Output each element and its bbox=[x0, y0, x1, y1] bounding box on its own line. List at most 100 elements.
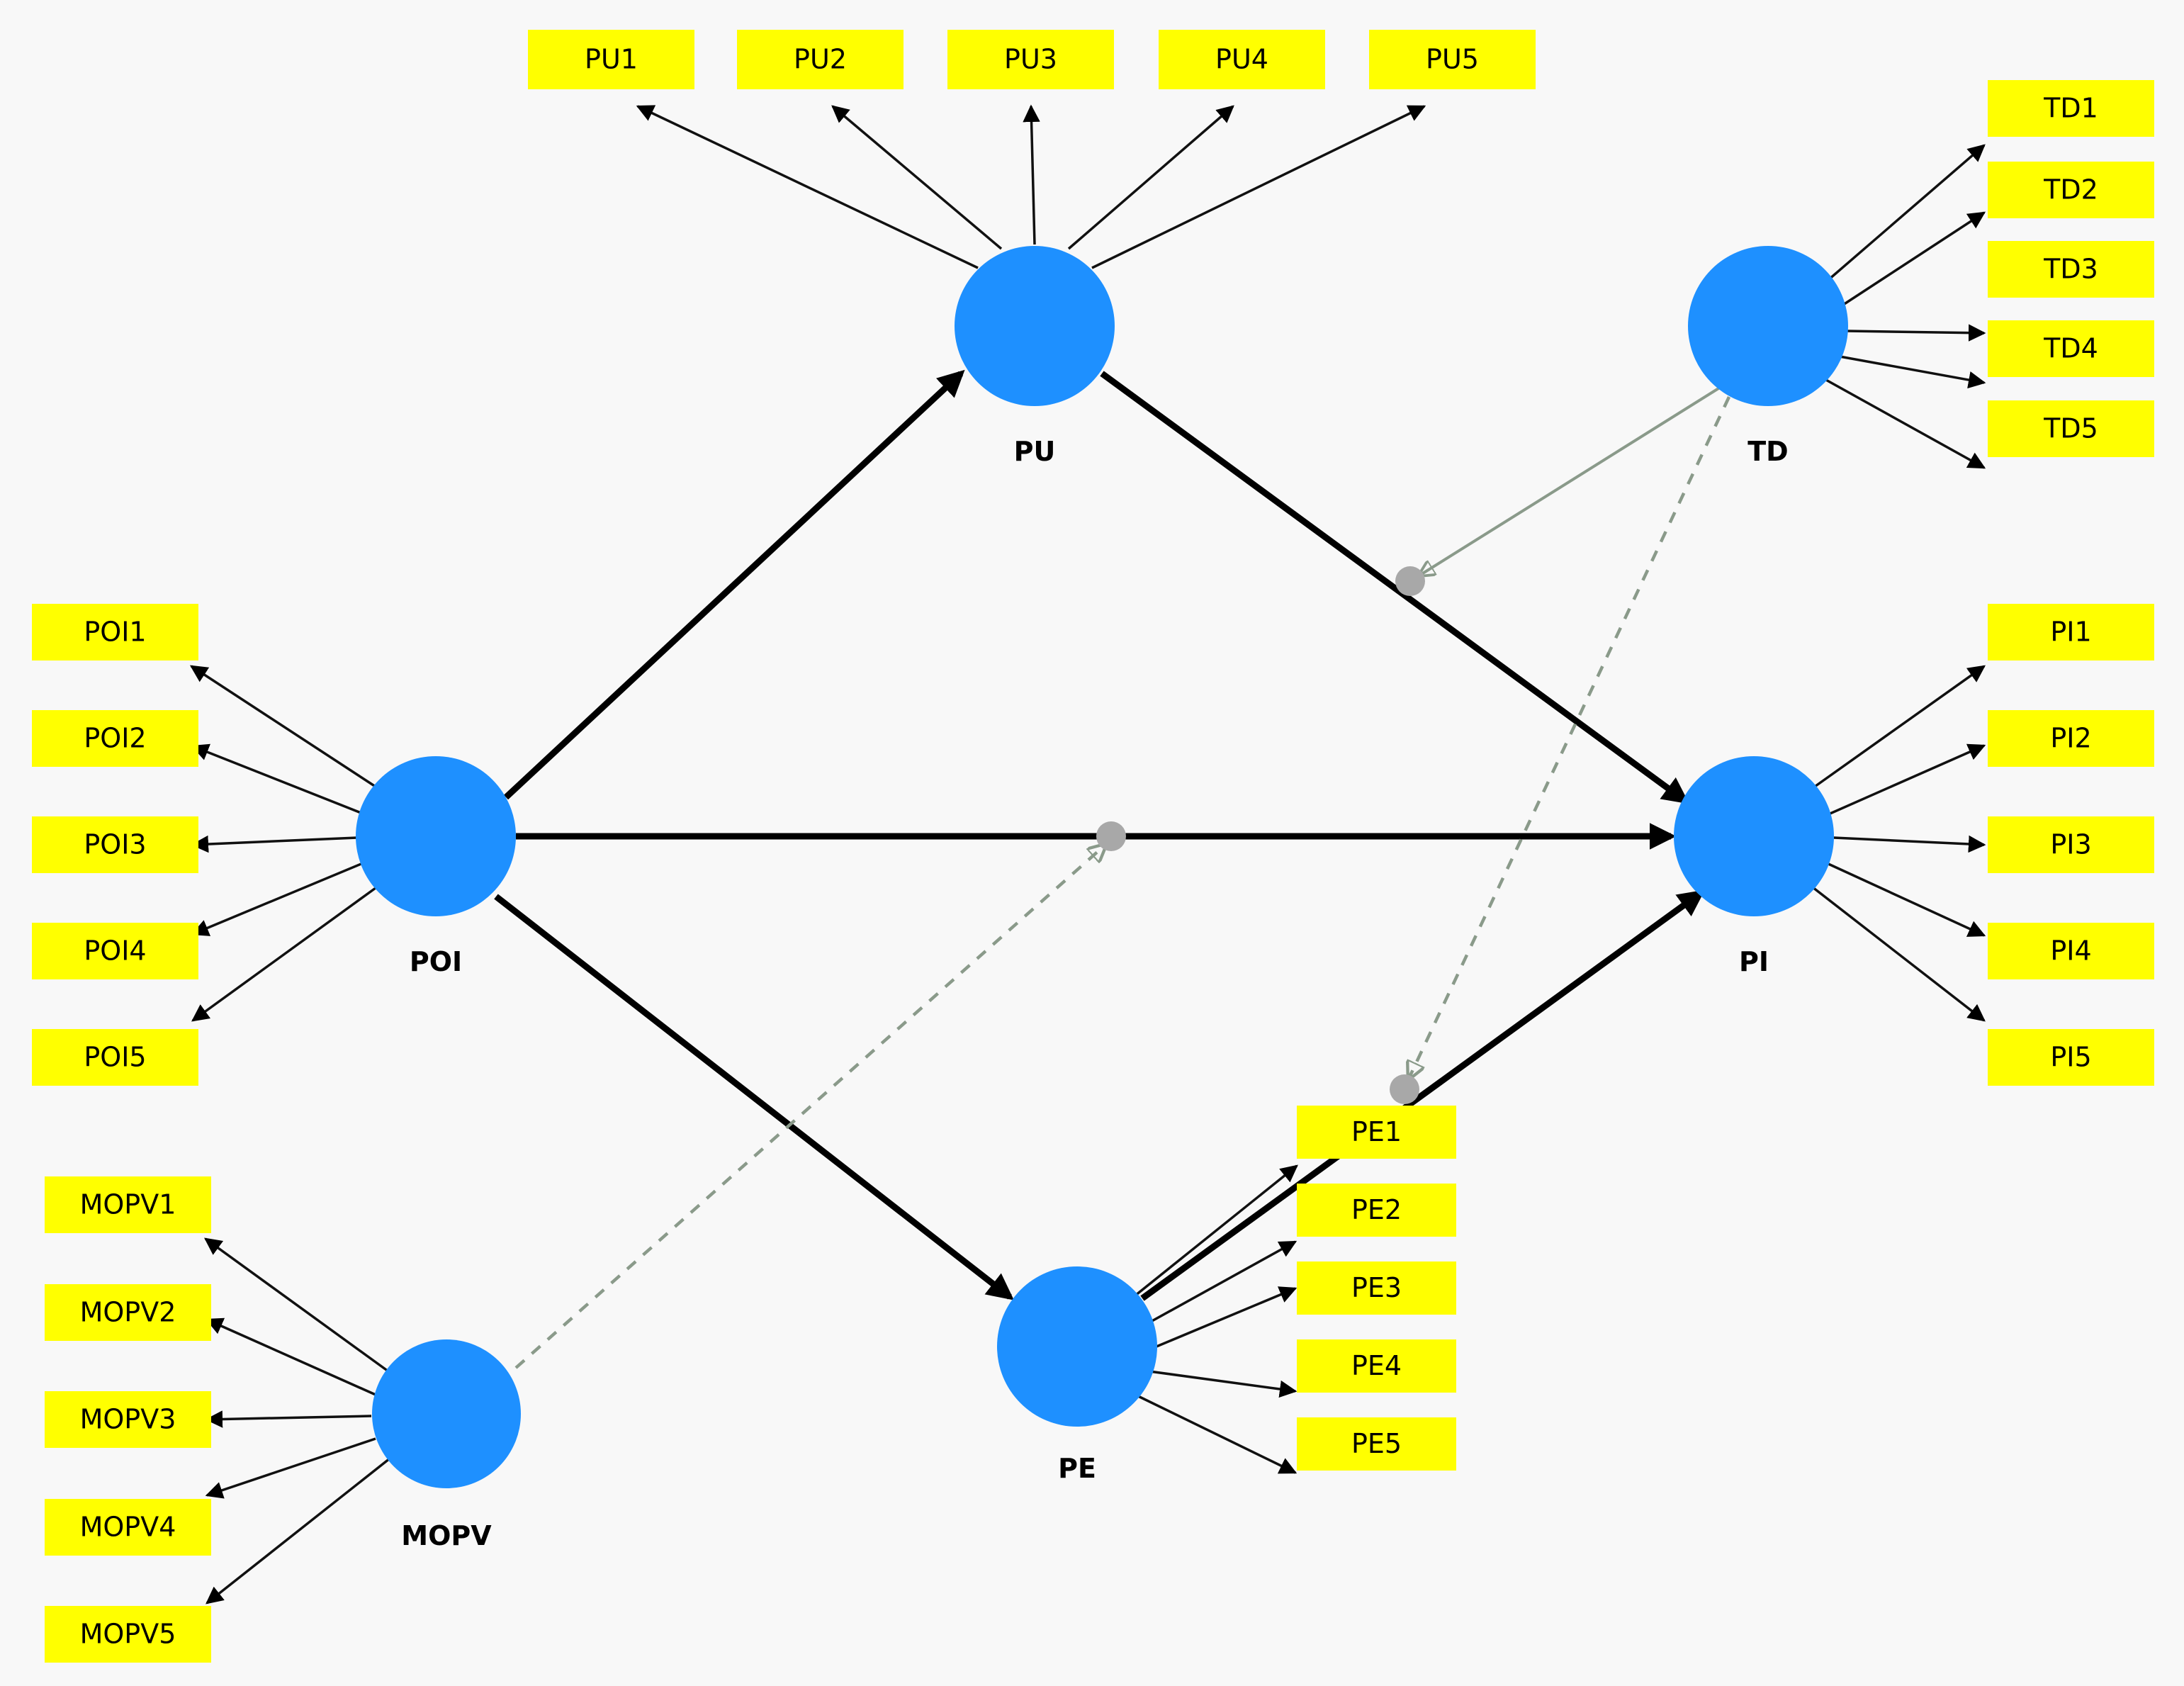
indicator-rect bbox=[32, 604, 198, 661]
moderation-mopv-on-poi-pi bbox=[514, 845, 1105, 1369]
construct-nodes-layer: PU TD POI PI MOPV PE bbox=[356, 246, 1848, 1551]
indicator-td5[interactable]: TD5 bbox=[1988, 400, 2154, 457]
indicator-rect bbox=[32, 816, 198, 873]
indicator-pu2[interactable]: PU2 bbox=[737, 30, 904, 89]
indicator-rect bbox=[1297, 1261, 1456, 1315]
indicator-label: TD5 bbox=[2043, 413, 2098, 444]
indicator-label: PU2 bbox=[794, 44, 847, 75]
indicator-mopv5[interactable]: MOPV5 bbox=[45, 1606, 211, 1663]
loading-mopv-mopv4 bbox=[205, 1437, 376, 1499]
loading-pi-pi3 bbox=[1833, 835, 1986, 853]
construct-pi[interactable]: PI bbox=[1674, 756, 1834, 977]
moderation-dot-mopv-poi-pi bbox=[1096, 821, 1126, 851]
indicator-poi2[interactable]: POI2 bbox=[32, 710, 198, 767]
path-poi-to-pu bbox=[503, 369, 965, 800]
indicator-pi4[interactable]: PI4 bbox=[1988, 923, 2154, 979]
indicator-pi3[interactable]: PI3 bbox=[1988, 816, 2154, 873]
indicator-pi5[interactable]: PI5 bbox=[1988, 1029, 2154, 1086]
loading-pe-pe5 bbox=[1135, 1393, 1298, 1474]
indicator-rect bbox=[1988, 1029, 2154, 1086]
indicator-label: PI2 bbox=[2050, 723, 2091, 754]
loading-pu-pu2 bbox=[831, 105, 1003, 250]
construct-td[interactable]: TD bbox=[1688, 246, 1848, 467]
indicator-label: PE2 bbox=[1351, 1194, 1402, 1225]
construct-poi[interactable]: POI bbox=[356, 756, 516, 977]
indicator-poi1[interactable]: POI1 bbox=[32, 604, 198, 661]
construct-circle bbox=[372, 1339, 521, 1488]
indicator-label: MOPV2 bbox=[80, 1297, 176, 1328]
indicator-pe5[interactable]: PE5 bbox=[1297, 1417, 1456, 1471]
loading-pe-pe2 bbox=[1149, 1240, 1298, 1324]
loading-td-td1 bbox=[1827, 144, 1986, 281]
indicator-rect bbox=[1297, 1106, 1456, 1159]
indicator-pu4[interactable]: PU4 bbox=[1159, 30, 1325, 89]
indicator-rect bbox=[1988, 604, 2154, 661]
moderation-dot-td-pu-pi bbox=[1395, 566, 1425, 596]
indicator-label: PI1 bbox=[2050, 617, 2091, 648]
construct-circle bbox=[356, 756, 516, 916]
indicator-pu5[interactable]: PU5 bbox=[1369, 30, 1536, 89]
indicator-td2[interactable]: TD2 bbox=[1988, 162, 2154, 218]
indicator-label: POI4 bbox=[84, 935, 146, 967]
indicator-td3[interactable]: TD3 bbox=[1988, 241, 2154, 298]
construct-circle bbox=[955, 246, 1115, 406]
construct-mopv[interactable]: MOPV bbox=[372, 1339, 521, 1551]
construct-circle bbox=[1674, 756, 1834, 916]
indicator-label: PI3 bbox=[2050, 829, 2091, 860]
indicator-label: PE1 bbox=[1351, 1116, 1402, 1147]
indicator-rect bbox=[1297, 1184, 1456, 1237]
indicator-mopv1[interactable]: MOPV1 bbox=[45, 1176, 211, 1233]
indicator-pi2[interactable]: PI2 bbox=[1988, 710, 2154, 767]
moderation-dot-td-pe-pi bbox=[1390, 1074, 1419, 1104]
indicator-td4[interactable]: TD4 bbox=[1988, 320, 2154, 377]
construct-circle bbox=[1688, 246, 1848, 406]
indicator-pu1[interactable]: PU1 bbox=[528, 30, 694, 89]
loading-arrows-mopv bbox=[204, 1237, 391, 1604]
construct-pu[interactable]: PU bbox=[955, 246, 1115, 467]
indicator-pe2[interactable]: PE2 bbox=[1297, 1184, 1456, 1237]
indicator-pi1[interactable]: PI1 bbox=[1988, 604, 2154, 661]
construct-pe[interactable]: PE bbox=[997, 1266, 1157, 1484]
construct-label: TD bbox=[1747, 436, 1788, 467]
indicator-rect bbox=[1988, 320, 2154, 377]
indicator-rect bbox=[1297, 1417, 1456, 1471]
indicator-mopv2[interactable]: MOPV2 bbox=[45, 1284, 211, 1341]
indicator-label: PU3 bbox=[1004, 44, 1057, 75]
indicator-pe1[interactable]: PE1 bbox=[1297, 1106, 1456, 1159]
loading-pu-pu4 bbox=[1067, 105, 1234, 250]
indicator-rect bbox=[1988, 710, 2154, 767]
indicator-rect bbox=[45, 1284, 211, 1341]
indicator-pu3[interactable]: PU3 bbox=[947, 30, 1114, 89]
indicator-rect bbox=[32, 710, 198, 767]
indicator-mopv4[interactable]: MOPV4 bbox=[45, 1499, 211, 1556]
indicator-label: PU4 bbox=[1215, 44, 1268, 75]
loading-pu-pu3 bbox=[1023, 104, 1040, 245]
loading-td-td2 bbox=[1840, 211, 1986, 308]
moderation-td-on-pe-pi bbox=[1409, 396, 1731, 1079]
indicator-pe4[interactable]: PE4 bbox=[1297, 1339, 1456, 1393]
loading-pe-pe4 bbox=[1149, 1370, 1298, 1398]
indicator-rect bbox=[528, 30, 694, 89]
indicator-label: PI4 bbox=[2050, 935, 2091, 967]
loading-pi-pi1 bbox=[1811, 665, 1986, 789]
indicator-rect bbox=[1988, 816, 2154, 873]
indicator-mopv3[interactable]: MOPV3 bbox=[45, 1391, 211, 1448]
loading-pe-pe1 bbox=[1134, 1164, 1298, 1297]
indicator-poi4[interactable]: POI4 bbox=[32, 923, 198, 979]
indicator-rect bbox=[1988, 80, 2154, 137]
loading-poi-poi5 bbox=[191, 887, 377, 1022]
indicator-td1[interactable]: TD1 bbox=[1988, 80, 2154, 137]
indicator-pe3[interactable]: PE3 bbox=[1297, 1261, 1456, 1315]
loading-td-td4 bbox=[1839, 355, 1986, 389]
indicator-poi5[interactable]: POI5 bbox=[32, 1029, 198, 1086]
indicator-label: POI5 bbox=[84, 1042, 146, 1073]
indicator-poi3[interactable]: POI3 bbox=[32, 816, 198, 873]
indicator-label: TD2 bbox=[2043, 174, 2098, 206]
indicator-label: TD4 bbox=[2043, 333, 2098, 364]
